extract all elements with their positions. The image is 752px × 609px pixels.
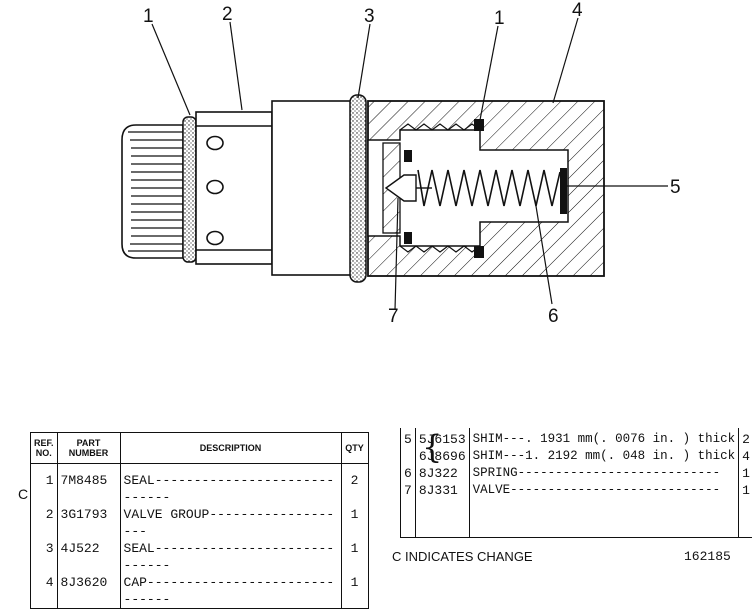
shim-group-brace: {: [422, 431, 442, 463]
table-row: 1 7M8485 SEAL---------------------------…: [31, 464, 369, 507]
description-cell: SHIM---1. 2192 mm(. 048 in. ) thick: [469, 448, 739, 465]
callout-4: 4: [572, 0, 583, 21]
seal-left-1: [183, 117, 196, 262]
callout-1-left: 1: [143, 6, 154, 27]
part-number-cell: 3G1793: [57, 506, 120, 540]
qty-cell: 1: [341, 540, 368, 574]
table-filler-row: [401, 499, 752, 538]
header-description: DESCRIPTION: [120, 433, 341, 464]
table-row: 6 8J322 SPRING--------------------------…: [401, 465, 752, 482]
table-row: 6J8696 SHIM---1. 2192 mm(. 048 in. ) thi…: [401, 448, 752, 465]
hex-body: [196, 112, 272, 264]
ref-cell: 6: [401, 465, 416, 482]
part-number-cell: 7M8485: [57, 464, 120, 507]
ref-cell: 3: [31, 540, 58, 574]
qty-cell: 1: [739, 482, 752, 499]
description-cell: SPRING---------------------------: [469, 465, 739, 482]
qty-cell: 2: [739, 428, 752, 448]
header-qty: QTY: [341, 433, 368, 464]
qty-cell: 1: [341, 574, 368, 609]
callout-5: 5: [670, 177, 681, 198]
part-number-cell: 8J3620: [57, 574, 120, 609]
qty-cell: 1: [341, 506, 368, 540]
part-number-cell: 8J331: [415, 482, 469, 499]
callout-3: 3: [364, 6, 375, 27]
change-mark: C: [18, 486, 28, 502]
ref-cell: 1: [31, 464, 58, 507]
description-cell: SEAL-----------------------------: [120, 464, 341, 507]
empty-cell: [415, 499, 469, 538]
description-cell: CAP------------------------------: [120, 574, 341, 609]
figure-number: 162185: [684, 549, 731, 564]
table-row: 5 5J6153 SHIM---. 1931 mm(. 0076 in. ) t…: [401, 428, 752, 448]
description-cell: VALVE GROUP-------------------: [120, 506, 341, 540]
table-row: 7 8J331 VALVE---------------------------…: [401, 482, 752, 499]
qty-cell: 1: [739, 465, 752, 482]
table-row: 4 8J3620 CAP----------------------------…: [31, 574, 369, 609]
description-cell: SEAL-----------------------------: [120, 540, 341, 574]
threaded-end: [122, 125, 183, 258]
callout-6: 6: [548, 306, 559, 327]
shim: [560, 168, 567, 214]
part-number-cell: 4J522: [57, 540, 120, 574]
callout-7: 7: [388, 306, 399, 327]
empty-cell: [401, 499, 416, 538]
valve-assembly-drawing: 1 2 3 1 4 5 6 7: [0, 0, 752, 400]
change-legend: C INDICATES CHANGE: [392, 549, 533, 564]
qty-cell: 2: [341, 464, 368, 507]
ref-cell: [401, 448, 416, 465]
ref-cell: 2: [31, 506, 58, 540]
ref-cell: 7: [401, 482, 416, 499]
empty-cell: [469, 499, 739, 538]
collar: [272, 101, 352, 275]
empty-cell: [739, 499, 752, 538]
seal-3: [350, 95, 366, 282]
ref-cell: 5: [401, 428, 416, 448]
parts-table-left: REF. NO. PART NUMBER DESCRIPTION QTY 1 7…: [30, 432, 369, 609]
header-part-number: PART NUMBER: [57, 433, 120, 464]
parts-table-right: 5 5J6153 SHIM---. 1931 mm(. 0076 in. ) t…: [400, 428, 752, 538]
description-cell: SHIM---. 1931 mm(. 0076 in. ) thick: [469, 428, 739, 448]
ref-cell: 4: [31, 574, 58, 609]
table-row: 3 4J522 SEAL----------------------------…: [31, 540, 369, 574]
callout-2: 2: [222, 4, 233, 25]
callout-1-right: 1: [494, 8, 505, 29]
qty-cell: 4: [739, 448, 752, 465]
header-ref-no: REF. NO.: [31, 433, 58, 464]
part-number-cell: 8J322: [415, 465, 469, 482]
table-row: 2 3G1793 VALVE GROUP------------------- …: [31, 506, 369, 540]
description-cell: VALVE----------------------------: [469, 482, 739, 499]
